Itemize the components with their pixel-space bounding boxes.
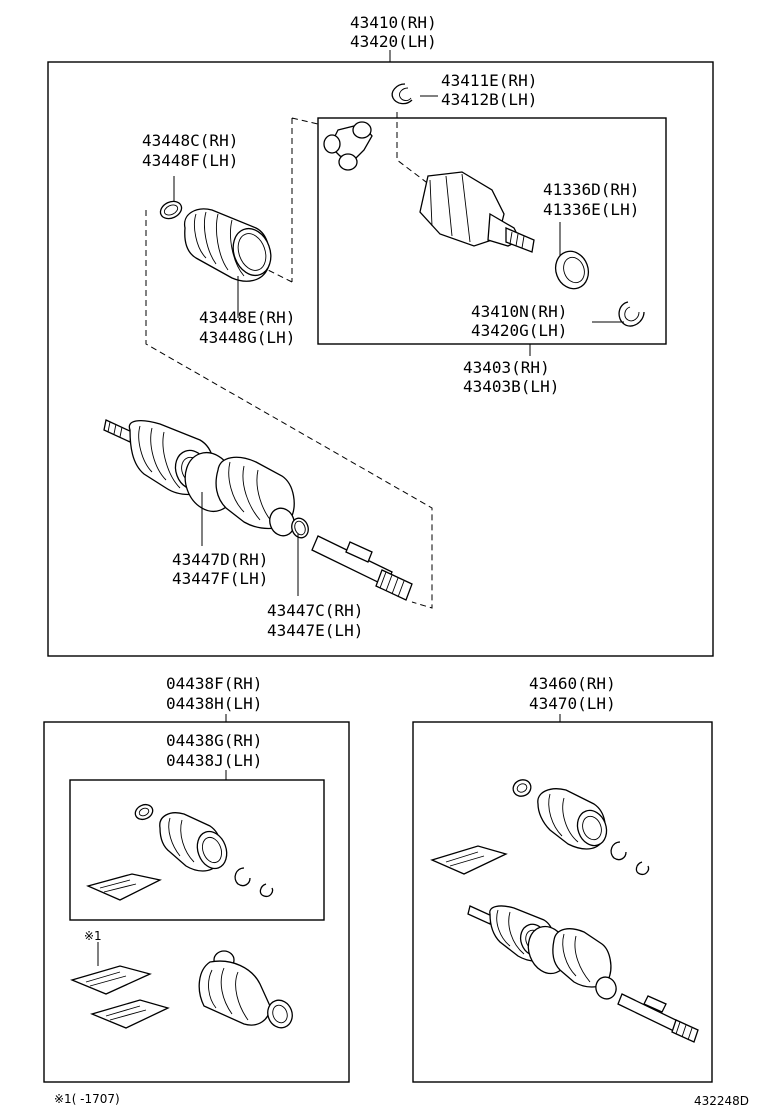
label-clip-rh: 43410N(RH) [471,302,567,321]
label-band-small-lh: 43447E(LH) [267,621,363,640]
kit-band-icon [134,803,154,821]
label-band-mid-lh: 43447F(LH) [172,569,268,588]
kit-clip-icon [259,883,274,898]
kit-ring-icon [234,867,251,887]
label-band-top-rh: 43448C(RH) [142,131,238,150]
label-inner-rh: 43403(RH) [463,358,550,377]
inner-kit-frame [69,779,325,921]
label-shaft-rh: 43460(RH) [529,674,616,693]
label-inner-lh: 43403B(LH) [463,377,559,396]
label-seal-lh: 41336E(LH) [543,200,639,219]
boot-icon [183,208,272,282]
hole-snap-ring-icon [618,301,645,327]
oil-seal-icon [554,250,590,290]
shaft-boot-icon [537,788,608,850]
label-kit-inner-lh: 04438J(LH) [166,751,262,770]
label-snap-lh: 43412B(LH) [441,90,537,109]
kit-outer-boot-icon [198,950,293,1029]
boot-band-icon [159,200,183,220]
label-band-top-lh: 43448F(LH) [142,151,238,170]
label-kit-outer-rh: 04438F(RH) [166,674,262,693]
label-band-small-rh: 43447C(RH) [267,601,363,620]
drive-shaft-icon [103,419,413,601]
main-assembly-frame [47,61,714,657]
shaft-ring-icon [610,841,627,861]
shaft-band-icon [512,779,532,797]
tripod-joint-icon [323,121,373,171]
label-boot-top-rh: 43448E(RH) [199,308,295,327]
diagram-id: 432248D [694,1094,749,1108]
label-shaft-lh: 43470(LH) [529,694,616,713]
inner-joint-frame [317,117,667,345]
label-band-mid-rh: 43447D(RH) [172,550,268,569]
label-kit-inner-rh: 04438G(RH) [166,731,262,750]
joint-housing-icon [419,171,535,253]
label-snap-rh: 43411E(RH) [441,71,537,90]
label-clip-lh: 43420G(LH) [471,321,567,340]
kit-boot-icon [159,812,228,872]
label-kit-outer-lh: 04438H(LH) [166,694,262,713]
shaft-assy-frame [412,721,713,1083]
label-assy-lh: 43420(LH) [350,32,437,51]
label-boot-top-lh: 43448G(LH) [199,328,295,347]
boot-kit-frame [43,721,350,1083]
shaft-drive-icon [467,905,699,1043]
footnote: ※1( -1707) [54,1092,120,1106]
label-assy-rh: 43410(RH) [350,13,437,32]
note-mark: ※1 [84,929,102,943]
label-seal-rh: 41336D(RH) [543,180,639,199]
snap-ring-icon [391,83,413,105]
shaft-clip-icon [635,861,650,876]
